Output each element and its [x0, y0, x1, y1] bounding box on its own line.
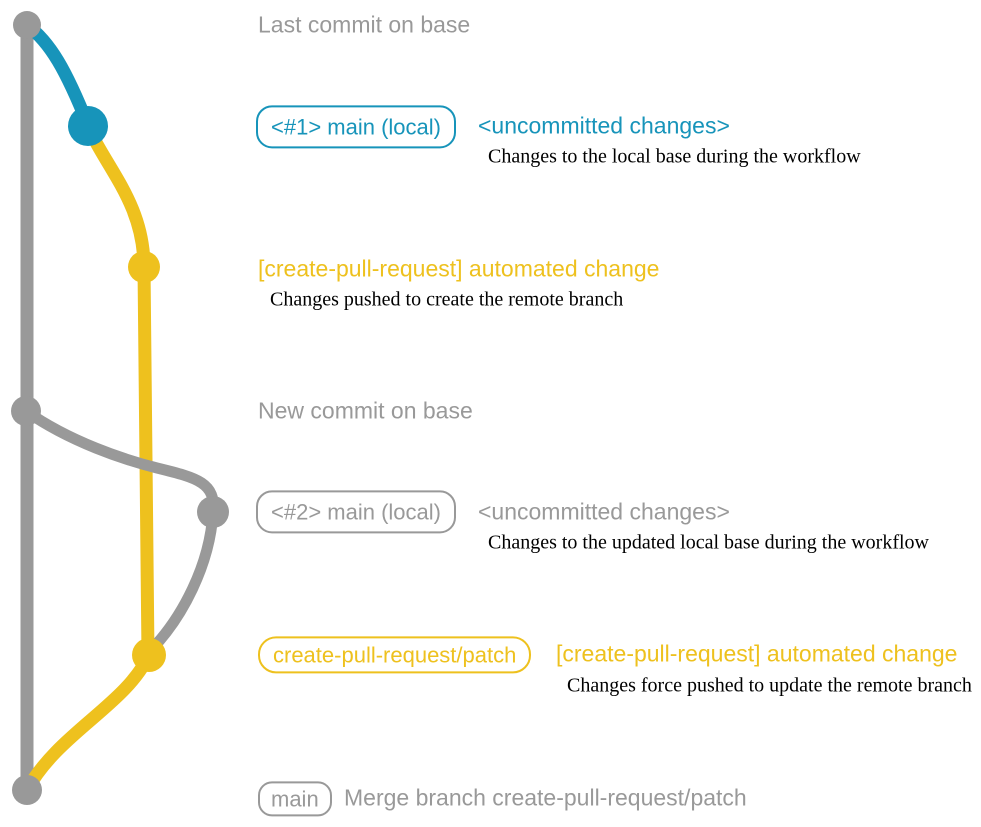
commit-dot-merge-commit [12, 775, 42, 805]
branch-badge-create-pull-request-patch: create-pull-request/patch [258, 636, 532, 674]
label-new-commit-on-base: New commit on base [258, 397, 473, 424]
branch-badge-main-local-2: <#2> main (local) [256, 490, 456, 534]
desc-automated-change-1: Changes pushed to create the remote bran… [270, 288, 624, 311]
merge-tail-line [20, 648, 156, 797]
create-pull-request-branch-line [81, 120, 155, 662]
headline-automated-change-1: [create-pull-request] automated change [258, 255, 660, 282]
local-main-branch-2-line [20, 405, 219, 656]
commit-dot-uncommitted-changes-2 [197, 496, 229, 528]
label-merge-branch: Merge branch create-pull-request/patch [344, 784, 747, 811]
commit-dot-automated-change-1 [128, 251, 160, 283]
git-graph [11, 11, 229, 805]
label-last-commit-on-base: Last commit on base [258, 11, 471, 38]
commit-dot-last-commit-on-base [13, 11, 41, 39]
headline-automated-change-2: [create-pull-request] automated change [556, 640, 958, 667]
branch-badge-main-local-1: <#1> main (local) [256, 105, 456, 149]
desc-automated-change-2: Changes force pushed to update the remot… [567, 674, 972, 697]
commit-dot-uncommitted-changes-1 [68, 106, 108, 146]
headline-uncommitted-changes-1: <uncommitted changes> [478, 112, 730, 139]
commit-dot-automated-change-2 [132, 638, 166, 672]
commit-dot-new-commit-on-base [11, 396, 41, 426]
branch-badge-main: main [258, 781, 332, 817]
desc-uncommitted-changes-1: Changes to the local base during the wor… [488, 145, 861, 168]
desc-uncommitted-changes-2: Changes to the updated local base during… [488, 531, 929, 554]
headline-uncommitted-changes-2: <uncommitted changes> [478, 498, 730, 525]
